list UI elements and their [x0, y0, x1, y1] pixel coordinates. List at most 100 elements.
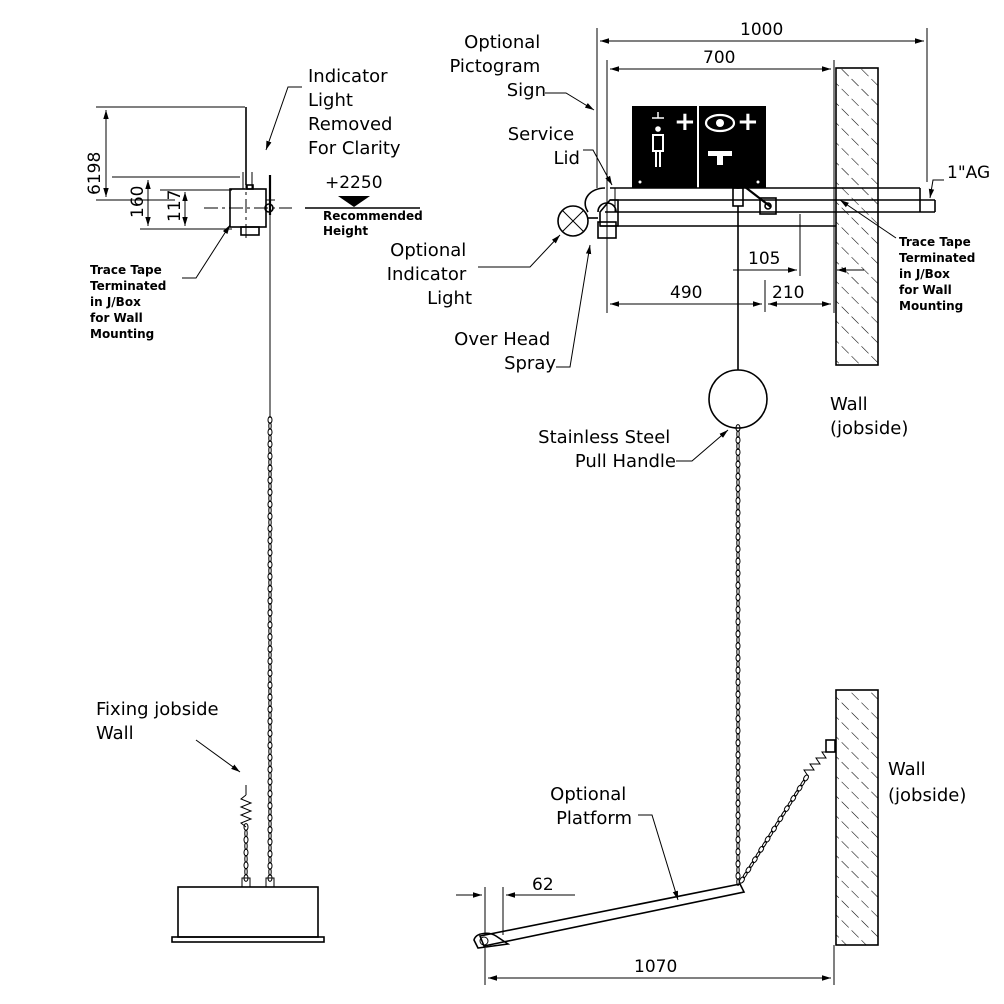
chain-link	[735, 569, 741, 578]
chain-link	[736, 611, 740, 620]
chain-link	[774, 820, 780, 828]
chain-link	[735, 448, 741, 457]
chain-link	[735, 593, 741, 602]
left-short-chain	[243, 823, 249, 882]
chain-link	[268, 458, 272, 467]
chain-link	[777, 815, 784, 823]
label-service-lid: Service Lid	[508, 124, 580, 169]
chain-link	[796, 784, 803, 792]
left-chain	[267, 416, 273, 882]
chain-link	[267, 524, 273, 533]
chain-link	[267, 681, 273, 690]
chain-link	[268, 807, 272, 816]
chain-link	[267, 777, 273, 786]
chain-link	[268, 831, 272, 840]
chain-link	[735, 714, 741, 723]
chain-link	[736, 430, 740, 439]
chain-link	[736, 672, 740, 681]
chain-link	[243, 861, 249, 870]
chain-link	[735, 460, 741, 469]
chain-link	[736, 502, 740, 511]
chain-link	[736, 551, 740, 559]
chain-link	[736, 720, 740, 729]
chain-link	[735, 859, 741, 868]
label-pipe-size: 1"AG	[947, 163, 990, 183]
chain-link	[735, 617, 741, 626]
chain-link	[267, 416, 273, 424]
chain-link	[244, 855, 248, 863]
chain-link	[742, 871, 748, 879]
left-side-view: 6198 160 117 Indicator Light Removed For…	[85, 66, 427, 943]
chain-link	[267, 693, 273, 702]
label-optional-pictogram-sign: Optional Pictogram Sign	[449, 32, 546, 101]
label-over-head-spray: Over Head Spray	[454, 329, 556, 374]
chain-link	[735, 835, 741, 844]
chain-link	[736, 853, 740, 862]
chain-link	[267, 621, 273, 629]
chain-link	[268, 747, 272, 756]
chain-link	[736, 817, 740, 826]
chain-link	[736, 757, 740, 765]
label-recommended-height: Recommended Height	[323, 209, 427, 238]
chain-link	[268, 434, 272, 443]
wall-lower	[835, 689, 879, 946]
chain-link	[735, 654, 741, 662]
dimension-62: 62	[532, 875, 554, 895]
chain-link	[768, 830, 774, 838]
chain-link	[735, 811, 741, 820]
chain-link	[735, 557, 741, 566]
chain-link	[736, 805, 740, 814]
chain-link	[268, 675, 272, 683]
chain-link	[736, 527, 740, 535]
chain-link	[268, 422, 272, 430]
chain-link	[267, 645, 273, 653]
dimension-1000: 1000	[740, 20, 783, 40]
chain-link	[736, 708, 740, 717]
chain-link	[268, 627, 272, 635]
chain-link	[735, 726, 741, 735]
chain-link	[735, 702, 741, 711]
chain-link	[735, 642, 741, 650]
label-optional-platform: Optional Platform	[550, 784, 632, 829]
chain-link	[268, 663, 272, 671]
chain-link	[800, 779, 806, 787]
dimension-210: 210	[772, 283, 804, 303]
label-trace-tape-left: Trace Tape Terminated in J/Box for Wall …	[90, 263, 171, 341]
chain-link	[268, 470, 272, 479]
chain-link	[267, 428, 273, 437]
chain-link	[268, 615, 272, 623]
chain-link	[268, 651, 272, 659]
sign-plus-right: +	[737, 107, 759, 137]
chain-link	[739, 876, 745, 884]
diagonal-chain	[739, 774, 809, 884]
chain-link	[267, 717, 273, 726]
chain-link	[735, 678, 741, 687]
chain-link	[736, 829, 740, 838]
chain-link	[736, 563, 740, 572]
chain-link	[268, 518, 272, 527]
chain-link	[268, 446, 272, 455]
chain-link	[267, 850, 273, 858]
chain-link	[267, 596, 273, 605]
chain-link	[736, 587, 740, 596]
chain-link	[736, 599, 740, 608]
chain-link	[268, 771, 272, 780]
chain-link	[268, 819, 272, 828]
sign-plus-left: +	[674, 107, 696, 137]
chain-link	[244, 842, 248, 850]
chain-link	[267, 464, 273, 473]
chain-link	[268, 735, 272, 744]
chain-link	[736, 841, 740, 850]
dimension-105: 105	[748, 249, 780, 269]
chain-link	[268, 711, 272, 720]
chain-link	[267, 789, 273, 798]
chain-link	[268, 566, 272, 575]
chain-link	[267, 765, 273, 774]
chain-link	[735, 751, 741, 759]
dimension-117: 117	[165, 190, 185, 222]
chain-link	[735, 787, 741, 796]
chain-link	[735, 666, 741, 674]
chain-link	[803, 774, 809, 782]
chain-link	[267, 512, 273, 521]
